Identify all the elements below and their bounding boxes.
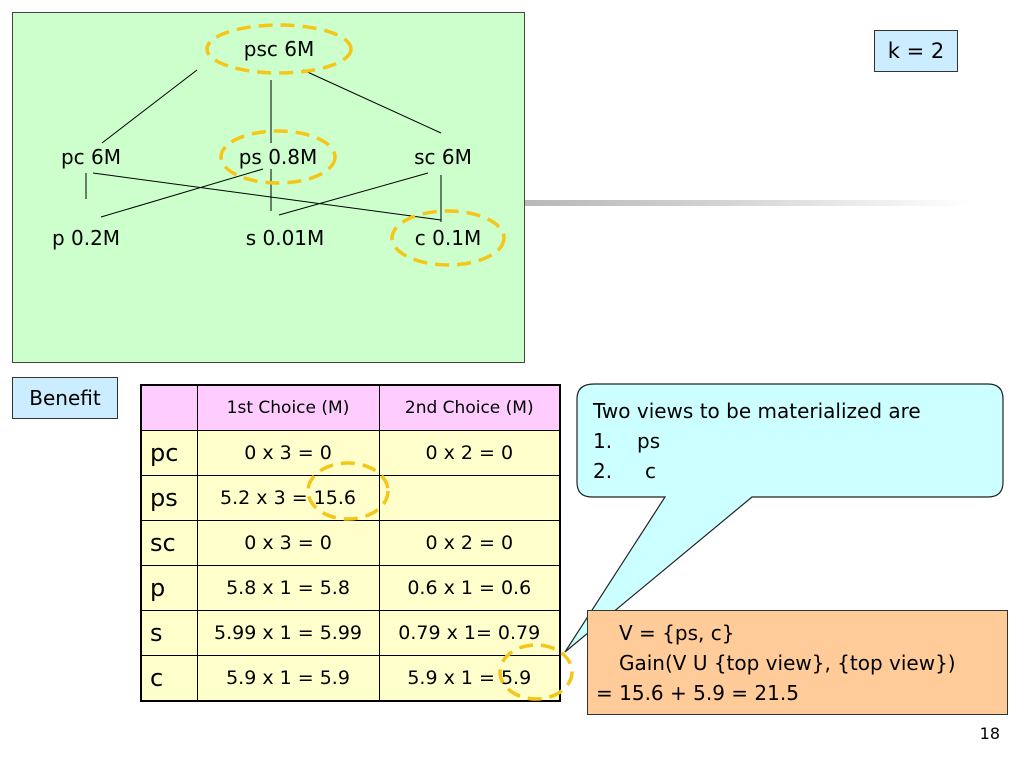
second-choice-cell: 0.79 x 1= 0.79: [378, 610, 561, 656]
list-text: ps: [637, 429, 661, 453]
lattice-diagram: psc 6M pc 6M ps 0.8M sc 6M p 0.2M s 0.01M c 0.…: [52, 23, 506, 267]
result-line-gain: Gain(V U {top view}, {top view}): [619, 651, 956, 675]
lattice-edge-ps-p: [100, 168, 264, 218]
row-view-label: c: [140, 655, 198, 702]
lattice-node-psc: psc 6M: [244, 37, 314, 61]
table-header-first-choice: 1st Choice (M): [196, 384, 380, 431]
callout-list-item: 2. c: [593, 456, 983, 486]
row-view-label: s: [140, 610, 198, 656]
lattice-node-c: c 0.1M: [415, 226, 481, 250]
lattice-node-s: s 0.01M: [246, 226, 325, 250]
first-choice-cell: 5.9 x 1 = 5.9: [196, 655, 380, 702]
second-choice-cell: 0.6 x 1 = 0.6: [378, 565, 561, 611]
benefit-label-box: Benefit: [12, 377, 118, 419]
row-view-label: pc: [140, 430, 198, 476]
result-box: V = {ps, c} Gain(V U {top view}, {top vi…: [587, 610, 1008, 715]
callout-list-item: 1. ps: [593, 426, 983, 456]
row-view-label: ps: [140, 475, 198, 521]
list-number: 1.: [593, 429, 613, 453]
benefit-table: 1st Choice (M) 2nd Choice (M) pc 0 x 3 =…: [140, 384, 561, 702]
table-row: p 5.8 x 1 = 5.8 0.6 x 1 = 0.6: [140, 565, 561, 611]
divider-bar: [525, 200, 970, 206]
second-choice-cell: 5.9 x 1 = 5.9: [378, 655, 561, 702]
lattice-edge-sc-s: [278, 172, 429, 216]
selected-view-ellipse-ps: [219, 129, 337, 185]
list-text: c: [645, 459, 656, 483]
selected-view-ellipse-c: [390, 209, 506, 267]
lattice-edge-pc-c: [92, 172, 442, 221]
table-header-view: [140, 384, 198, 431]
lattice-node-sc: sc 6M: [414, 145, 472, 169]
second-choice-cell: 0 x 2 = 0: [378, 430, 561, 476]
k-label-box: k = 2: [874, 30, 958, 72]
first-choice-cell: 5.2 x 3 = 15.6: [196, 475, 380, 521]
row-view-label: p: [140, 565, 198, 611]
table-row: c 5.9 x 1 = 5.9 5.9 x 1 = 5.9: [140, 655, 561, 702]
first-choice-cell: 5.99 x 1 = 5.99: [196, 610, 380, 656]
result-line-views: V = {ps, c}: [619, 621, 735, 645]
lattice-node-ps: ps 0.8M: [239, 145, 318, 169]
lattice-node-p: p 0.2M: [52, 226, 120, 250]
callout-heading: Two views to be materialized are: [593, 399, 921, 423]
first-choice-cell: 5.8 x 1 = 5.8: [196, 565, 380, 611]
table-row: pc 0 x 3 = 0 0 x 2 = 0: [140, 430, 561, 476]
first-choice-cell: 0 x 3 = 0: [196, 520, 380, 566]
callout-text: Two views to be materialized are 1. ps 2.…: [593, 396, 983, 486]
lattice-edge-psc-pc: [101, 69, 198, 144]
table-row: sc 0 x 3 = 0 0 x 2 = 0: [140, 520, 561, 566]
lattice-edge-psc-sc: [302, 69, 442, 134]
table-header-second-choice: 2nd Choice (M): [378, 384, 561, 431]
second-choice-cell: 0 x 2 = 0: [378, 520, 561, 566]
page-number: 18: [979, 724, 1000, 743]
lattice-panel: psc 6M pc 6M ps 0.8M sc 6M p 0.2M s 0.01M c 0.…: [12, 12, 525, 363]
selected-view-ellipse-psc: [205, 23, 353, 75]
table-row: s 5.99 x 1 = 5.99 0.79 x 1= 0.79: [140, 610, 561, 656]
result-line-total: = 15.6 + 5.9 = 21.5: [596, 681, 799, 705]
table-header-row: 1st Choice (M) 2nd Choice (M): [140, 384, 561, 431]
first-choice-cell: 0 x 3 = 0: [196, 430, 380, 476]
table-row: ps 5.2 x 3 = 15.6: [140, 475, 561, 521]
list-number: 2.: [593, 459, 613, 483]
second-choice-cell: [378, 475, 561, 521]
row-view-label: sc: [140, 520, 198, 566]
lattice-node-pc: pc 6M: [61, 145, 121, 169]
